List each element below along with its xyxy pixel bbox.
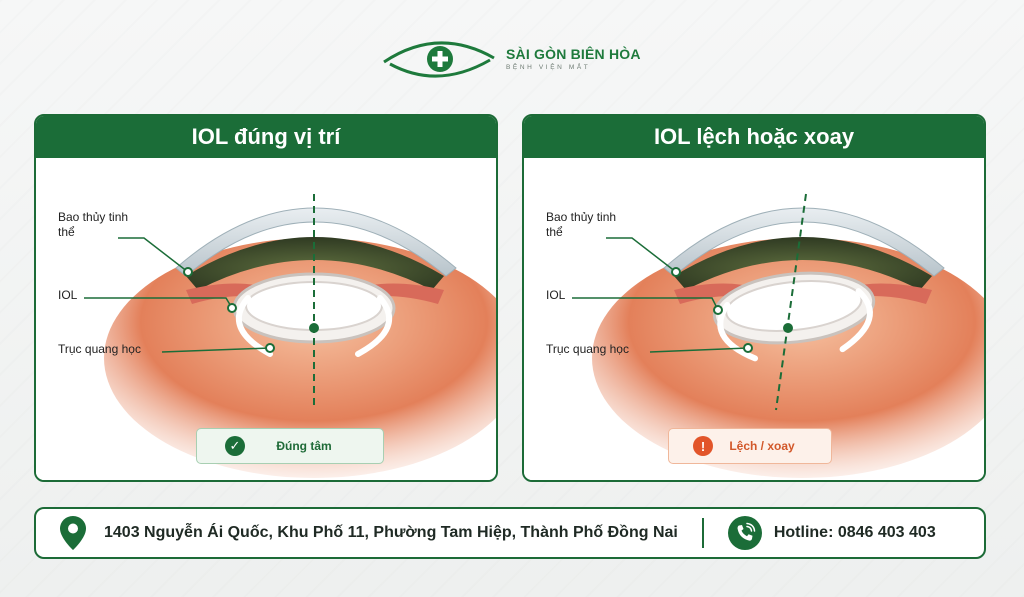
label-iol: IOL — [58, 288, 78, 302]
panel-iol-correct: IOL đúng vị trí — [34, 114, 498, 482]
status-badge-centered: ✓ Đúng tâm — [196, 428, 384, 464]
eye-cross-section-illustration — [572, 193, 984, 478]
label-capsule: Bao thủy tinh thể — [546, 210, 617, 239]
contact-footer: 1403 Nguyễn Ái Quốc, Khu Phố 11, Phường … — [34, 507, 986, 559]
status-badge-tilted: ! Lệch / xoay — [668, 428, 832, 464]
phone-icon — [727, 516, 762, 550]
status-text: Đúng tâm — [276, 439, 332, 453]
divider — [701, 518, 704, 548]
eye-cross-section-illustration — [84, 194, 496, 478]
brand-subtitle: BỆNH VIỆN MẮT — [506, 63, 591, 71]
label-capsule: Bao thủy tinh thể — [58, 210, 129, 239]
panel-title: IOL lệch hoặc xoay — [524, 116, 984, 158]
label-optical-axis: Trục quang học — [546, 342, 629, 356]
hotline-text[interactable]: Hotline: 0846 403 403 — [773, 524, 936, 541]
status-text: Lệch / xoay — [729, 439, 795, 453]
label-iol: IOL — [546, 288, 566, 302]
exclamation-icon: ! — [693, 436, 713, 456]
label-optical-axis: Trục quang học — [58, 342, 141, 356]
location-pin-icon — [60, 516, 86, 550]
address-text: 1403 Nguyễn Ái Quốc, Khu Phố 11, Phường … — [104, 524, 678, 541]
check-icon: ✓ — [225, 436, 245, 456]
brand-name: SÀI GÒN BIÊN HÒA — [506, 45, 641, 62]
panel-iol-tilted: IOL lệch hoặc xoay — [522, 114, 986, 482]
eye-cross-logo-icon — [383, 41, 495, 78]
panel-title: IOL đúng vị trí — [36, 116, 496, 158]
hospital-logo: SÀI GÒN BIÊN HÒA BỆNH VIỆN MẮT — [380, 32, 650, 84]
